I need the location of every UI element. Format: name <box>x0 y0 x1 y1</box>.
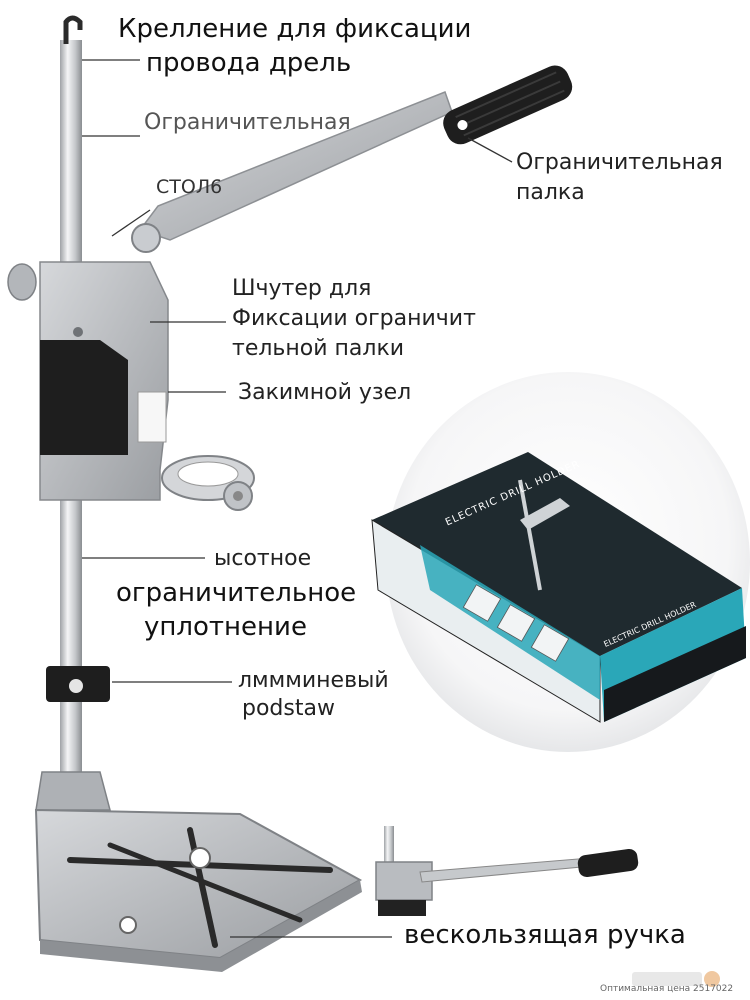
height-stop-screw <box>69 679 83 693</box>
small-lever-handle <box>577 848 639 878</box>
label-aluminum-base-2: podstaw <box>242 696 335 721</box>
carriage-label <box>137 391 167 443</box>
label-height-seal-1: ысотное <box>214 546 312 571</box>
base-plate <box>34 808 363 960</box>
label-aluminum-base-1: лммминевый <box>238 668 389 693</box>
box-top <box>372 452 742 656</box>
label-limiter: Ограничительная <box>144 110 351 135</box>
box-photo-panel <box>496 604 536 642</box>
label-clamp-unit: Закимной узел <box>238 380 412 405</box>
clamp-black-plate <box>40 340 128 455</box>
box-drill-pole <box>518 479 542 591</box>
box-photo-panel <box>462 584 502 622</box>
box-photo-panel <box>530 624 570 662</box>
carriage-ear <box>7 263 37 301</box>
label-height-seal-3: уплотнение <box>144 612 307 642</box>
column-socket <box>35 771 111 811</box>
label-screw-1: Шчутер для <box>232 276 372 301</box>
clamp-screw <box>73 327 83 337</box>
label-column: СТОЛ6 <box>156 176 223 198</box>
label-screw-2: Фиксации ограничит <box>232 306 476 331</box>
label-limiter-rod-1: Ограничительная <box>516 150 723 175</box>
label-non-slip-handle: вескользящая ручка <box>404 920 686 950</box>
base-slot <box>107 842 303 923</box>
label-screw-3: тельной палки <box>232 336 405 361</box>
watermark-text: Оптимальная цена 2517022 <box>600 984 734 994</box>
collar-knob-center <box>233 491 243 501</box>
base-hole <box>119 916 137 934</box>
label-cable-clamp-2: провода дрель <box>146 48 352 78</box>
label-cable-clamp-1: Крелление для фиксации <box>118 14 472 44</box>
leader-line <box>467 137 513 163</box>
small-foot <box>378 900 426 916</box>
brand-logo <box>632 971 720 987</box>
base-hole <box>189 847 211 869</box>
base-plate-edge <box>40 880 362 972</box>
box-right-dark <box>604 626 746 722</box>
leader-line <box>111 209 151 237</box>
cable-hook <box>63 15 83 44</box>
lever-arm <box>138 91 453 241</box>
small-lever-arm <box>419 857 593 883</box>
label-height-seal-2: ограничительное <box>116 578 357 608</box>
drill-collar-hole <box>177 461 239 487</box>
lever-handle <box>443 65 573 145</box>
label-limiter-rod-2: палка <box>516 180 585 205</box>
lever-pivot <box>131 223 161 253</box>
box-drill-lever <box>520 498 570 530</box>
